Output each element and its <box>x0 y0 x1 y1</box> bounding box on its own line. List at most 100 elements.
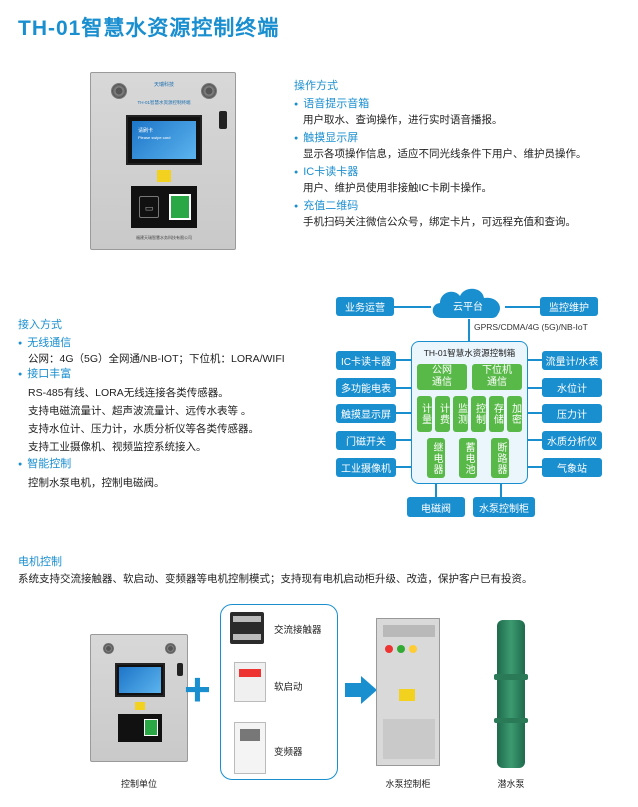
pump-cabinet-image <box>376 618 440 766</box>
connector-line <box>527 439 543 441</box>
green-breaker: 断路器 <box>491 438 509 478</box>
connector-line <box>435 483 437 497</box>
green-lower-machine: 下位机 通信 <box>472 364 522 390</box>
green-relay: 继电器 <box>427 438 445 478</box>
inverter-image <box>234 722 266 774</box>
page-title: TH-01智慧水资源控制终端 <box>18 17 280 40</box>
arrow-icon <box>345 676 377 704</box>
connector-line <box>527 387 543 389</box>
link-label: GPRS/CDMA/4G (5G)/NB-IoT <box>474 322 588 332</box>
speaker-vent-right <box>165 643 176 654</box>
operation-heading: 操作方式 <box>294 80 338 92</box>
touch-screen <box>115 663 165 697</box>
access-item-line: 公网：4G（5G）全网通/NB-IOT；下位机：LORA/WIFI <box>28 353 285 365</box>
operation-item-desc: 手机扫码关注微信公众号，绑定卡片，可远程充值和查询。 <box>303 216 576 228</box>
cloud-label: 云平台 <box>453 302 483 313</box>
operation-item-desc: 用户取水、查询操作，进行实时语音播报。 <box>303 114 503 126</box>
controller-title: TH-01智慧水资源控制箱 <box>423 348 516 358</box>
access-heading: 接入方式 <box>18 319 62 331</box>
door-handle <box>177 663 183 676</box>
connector-line <box>500 483 502 497</box>
diagram-node-right: 水位计 <box>542 378 602 397</box>
operation-item-desc: 用户、维护员使用非接触IC卡刷卡操作。 <box>303 182 492 194</box>
diagram-node-right: 流量计/水表 <box>542 351 602 370</box>
access-item-line: 支持水位计、压力计，水质分析仪等各类传感器。 <box>28 423 259 435</box>
access-item-title: 无线通信 <box>18 336 328 352</box>
door-handle <box>219 111 227 129</box>
components-panel <box>220 604 338 780</box>
motor-heading: 电机控制 <box>18 556 62 568</box>
green-storage: 存储 <box>489 396 504 432</box>
access-item-line: 支持工业摄像机、视频监控系统接入。 <box>28 441 207 453</box>
green-billing: 计费 <box>435 396 450 432</box>
control-unit-image <box>90 634 188 762</box>
caption-control-unit: 控制单位 <box>120 779 157 789</box>
device-subtitle: TH-01智慧水资源控制终端 <box>137 100 191 105</box>
touch-screen: 请刷卡 Please swipe card <box>126 115 202 165</box>
card-icon: ▭ <box>139 196 159 218</box>
soft-starter-image <box>234 662 266 702</box>
green-control: 控制 <box>471 396 486 432</box>
connector-line <box>393 306 431 308</box>
diagram-node-left: 工业摄像机 <box>336 458 396 477</box>
speaker-vent-left <box>111 83 127 99</box>
diagram-node-right: 水质分析仪 <box>542 431 602 450</box>
access-item-line: 控制水泵电机，控制电磁阀。 <box>28 477 165 489</box>
contactor-image <box>230 612 264 644</box>
connector-line <box>527 412 543 414</box>
connector-line <box>527 359 543 361</box>
connector-line <box>396 412 412 414</box>
component-label: 交流接触器 <box>274 625 322 636</box>
connector-line <box>396 387 412 389</box>
green-encryption: 加密 <box>507 396 522 432</box>
warning-label <box>157 170 171 182</box>
card-reader-panel: ▭ <box>131 186 197 228</box>
connector-line <box>396 439 412 441</box>
screen-subtext: Please swipe card <box>138 135 171 140</box>
card-reader-panel <box>118 714 162 742</box>
caption-submersible-pump: 潜水泵 <box>497 779 525 789</box>
access-item-title: 接口丰富 <box>18 367 328 383</box>
diagram-node-left: 门磁开关 <box>336 431 396 450</box>
component-label: 变频器 <box>274 747 303 758</box>
diagram-node-business: 业务运营 <box>336 297 394 316</box>
component-label: 软启动 <box>274 682 303 693</box>
access-item-line: RS-485有线、LORA无线连接各类传感器。 <box>28 387 229 399</box>
connector-line <box>468 319 470 341</box>
submersible-pump-image <box>494 620 528 768</box>
speaker-vent-left <box>103 643 114 654</box>
connector-line <box>396 466 412 468</box>
green-battery: 蓄电池 <box>459 438 477 478</box>
control-box-image: 天瑞科技 TH-01智慧水资源控制终端 请刷卡 Please swipe car… <box>90 72 236 250</box>
diagram-node-monitor: 监控维护 <box>540 297 598 316</box>
connector-line <box>527 466 543 468</box>
connector-line <box>396 359 412 361</box>
diagram-node-left: IC卡读卡器 <box>336 351 396 370</box>
operation-item-title: IC卡读卡器 <box>294 165 624 181</box>
qr-code-icon <box>144 719 158 736</box>
operation-item-desc: 显示各项操作信息，适应不同光线条件下用户、维护员操作。 <box>303 148 587 160</box>
operation-item-title: 语音提示音箱 <box>294 97 624 113</box>
access-list: 无线通信 公网：4G（5G）全网通/NB-IOT；下位机：LORA/WIFI 接… <box>18 336 328 491</box>
green-metering: 计量 <box>417 396 432 432</box>
access-item-line: 支持电磁流量计、超声波流量计、远传水表等 。 <box>28 405 252 417</box>
device-company: 福建天瑞智慧水务科技有限公司 <box>136 235 192 240</box>
cloud-icon <box>432 288 501 318</box>
warning-label <box>135 702 145 710</box>
green-monitoring: 监测 <box>453 396 468 432</box>
qr-code-icon <box>169 194 191 220</box>
operation-item-title: 充值二维码 <box>294 199 624 215</box>
motor-description: 系统支持交流接触器、软启动、变频器等电机控制模式；支持现有电机启动柜升级、改造，… <box>18 573 533 585</box>
diagram-node-left: 多功能电表 <box>336 378 396 397</box>
caption-pump-cabinet: 水泵控制柜 <box>385 779 431 789</box>
diagram-node-right: 压力计 <box>542 404 602 423</box>
speaker-vent-right <box>201 83 217 99</box>
device-logo: 天瑞科技 <box>153 82 174 88</box>
plus-icon: + <box>184 663 211 715</box>
diagram-node-bottom: 电磁阀 <box>407 497 465 517</box>
diagram-node-right: 气象站 <box>542 458 602 477</box>
diagram-node-left: 触摸显示屏 <box>336 404 396 423</box>
diagram-node-bottom: 水泵控制柜 <box>473 497 535 517</box>
connector-line <box>505 306 541 308</box>
screen-text: 请刷卡 <box>138 128 154 134</box>
